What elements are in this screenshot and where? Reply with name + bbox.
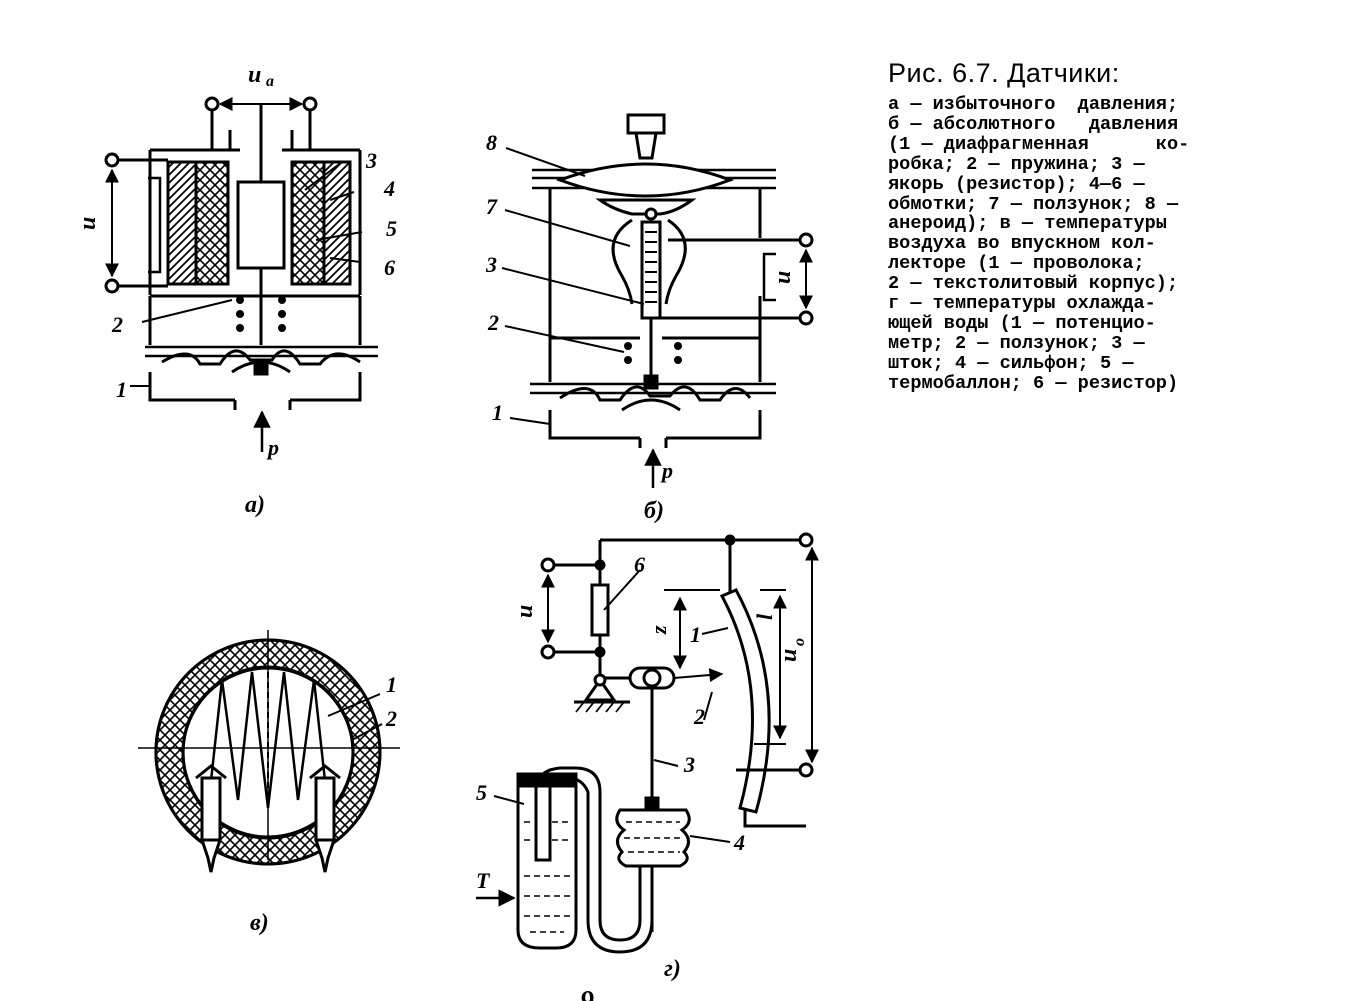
label-g-temperature: T xyxy=(476,868,491,893)
diagram-a-gauge-pressure-sensor xyxy=(104,96,378,452)
label-g-part-6: 6 xyxy=(634,552,645,577)
label-g-dim-l: l xyxy=(752,613,777,620)
label-g-voltage-right-sub: o xyxy=(791,638,808,646)
caption-body: а — избыточного давления; б — абсолютног… xyxy=(888,95,1268,394)
caption-line: обмотки; 7 — ползунок; 8 — xyxy=(888,193,1179,215)
label-g-dim-z: z xyxy=(646,625,671,635)
caption-line: г — температуры охлажда- xyxy=(888,293,1156,315)
caption-line: термобаллон; 6 — резистор) xyxy=(888,372,1179,394)
label-b-pressure: p xyxy=(660,458,673,483)
label-g-part-4: 4 xyxy=(733,830,745,855)
label-a-voltage-top: u xyxy=(248,62,261,88)
label-a-pressure: p xyxy=(266,435,279,460)
figure-caption: Рис. 6.7. Датчики: а — избыточного давле… xyxy=(888,58,1268,394)
label-v-part-2: 2 xyxy=(385,706,397,731)
spring-dots-b xyxy=(624,342,682,364)
label-b-part-7: 7 xyxy=(486,194,498,219)
label-a-voltage-side: u xyxy=(75,217,101,230)
label-a-subfigure: а) xyxy=(245,492,265,518)
pin-left xyxy=(195,764,227,873)
label-b-part-3: 3 xyxy=(485,252,497,277)
label-a-part-1: 1 xyxy=(116,377,127,402)
caption-line: б — абсолютного давления xyxy=(888,113,1179,135)
caption-line: ющей воды (1 — потенцио- xyxy=(888,312,1156,334)
label-a-part-6: 6 xyxy=(384,255,395,280)
caption-line: лекторе (1 — проволока; xyxy=(888,253,1145,275)
label-v-subfigure: в) xyxy=(250,910,269,936)
caption-line: (1 — диафрагменная ко- xyxy=(888,133,1190,155)
label-g-subfigure: г) xyxy=(664,956,681,982)
label-b-subfigure: б) xyxy=(644,498,664,524)
label-v-part-1: 1 xyxy=(386,672,397,697)
diagram-v-labels: 1 2 в) xyxy=(250,672,397,936)
caption-line: якорь (резистор); 4—6 — xyxy=(888,173,1145,195)
caption-line: 2 — текстолитовый корпус); xyxy=(888,273,1179,295)
label-g-part-3: 3 xyxy=(683,752,695,777)
label-b-part-8: 8 xyxy=(486,130,497,155)
diagram-g-coolant-temperature-sensor xyxy=(476,532,819,954)
caption-line: воздуха во впускном кол- xyxy=(888,233,1156,255)
caption-line: анероид); в — температуры xyxy=(888,213,1167,235)
caption-line: а — избыточного давления; xyxy=(888,94,1179,115)
page-number: 9 xyxy=(580,986,594,1001)
diagram-b-labels: 8 7 3 2 1 u p б) xyxy=(485,130,796,524)
label-a-part-3: 3 xyxy=(365,148,377,173)
caption-line: шток; 4 — сильфон; 5 — xyxy=(888,352,1134,374)
terminal-a-left xyxy=(204,96,220,112)
pin-right xyxy=(309,764,341,873)
label-g-part-1: 1 xyxy=(690,622,701,647)
label-b-part-1: 1 xyxy=(492,400,503,425)
diagram-v-air-temperature-sensor xyxy=(138,630,400,873)
label-b-voltage: u xyxy=(770,271,796,284)
diagram-b-absolute-pressure-sensor xyxy=(501,113,814,488)
diagram-a-labels: u a u p 1 2 3 4 5 6 а) xyxy=(75,62,397,518)
label-b-part-2: 2 xyxy=(487,310,499,335)
label-a-part-2: 2 xyxy=(111,312,123,337)
label-g-part-5: 5 xyxy=(476,780,487,805)
caption-line: робка; 2 — пружина; 3 — xyxy=(888,153,1145,175)
caption-line: метр; 2 — ползунок; 3 — xyxy=(888,332,1145,354)
terminal-a-right xyxy=(302,96,318,112)
spring-dots-a xyxy=(236,296,286,332)
label-g-part-2: 2 xyxy=(693,704,705,729)
label-g-voltage-right: u xyxy=(776,649,802,662)
label-g-voltage-left: u xyxy=(512,605,538,618)
label-a-part-4: 4 xyxy=(383,176,395,201)
caption-title: Рис. 6.7. Датчики: xyxy=(888,58,1120,88)
diagram-g-labels: u 6 z 1 l u o 2 3 4 5 T г) xyxy=(476,552,808,982)
label-a-part-5: 5 xyxy=(386,216,397,241)
label-a-voltage-top-sub: a xyxy=(266,73,274,90)
